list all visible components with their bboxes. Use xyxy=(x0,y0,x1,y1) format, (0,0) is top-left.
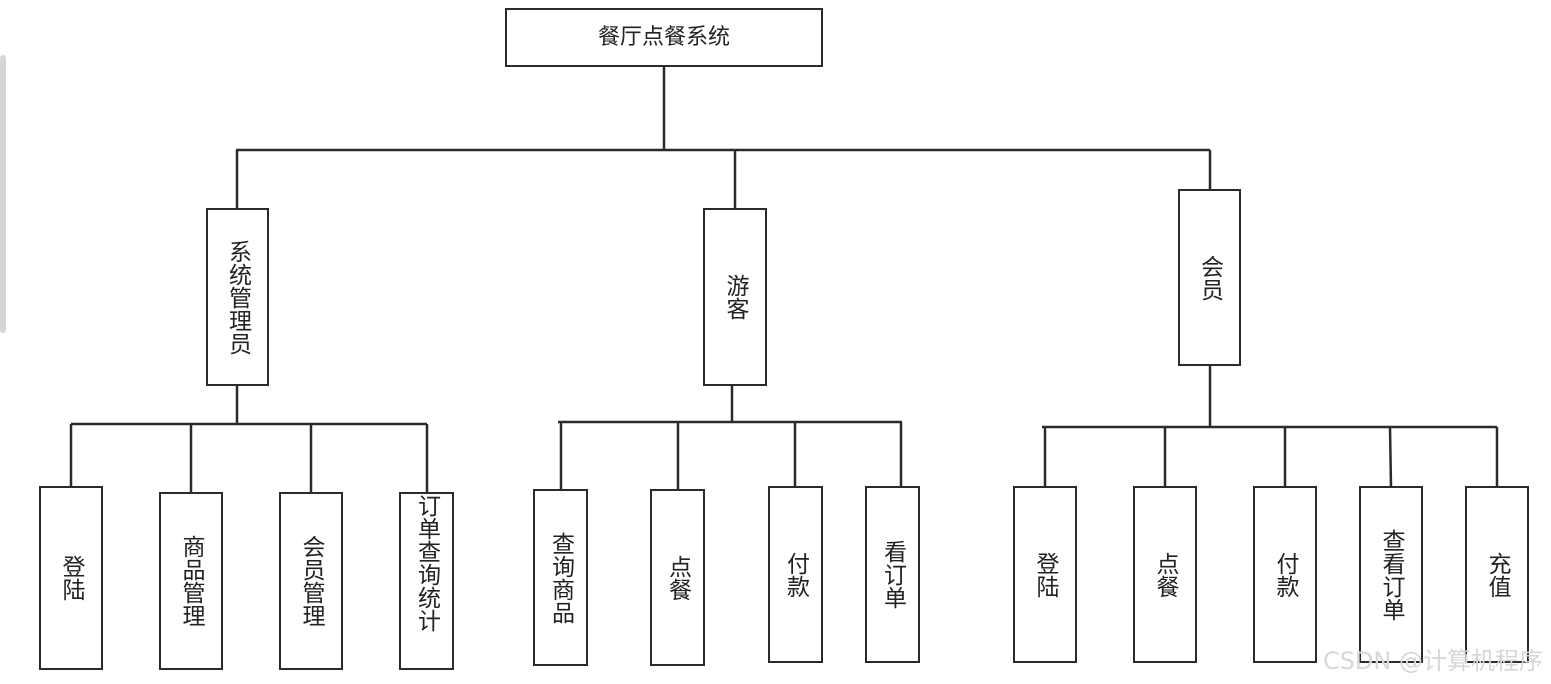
node-guest-order-label: 点餐 xyxy=(664,554,691,601)
node-admin-member-mgmt: 会员管理 xyxy=(279,492,343,670)
node-admin-login-label: 登陆 xyxy=(58,555,84,601)
node-guest-query-products-label: 查询商品 xyxy=(547,531,574,624)
node-guest-pay: 付款 xyxy=(768,486,823,663)
node-member-recharge-label: 充值 xyxy=(1484,551,1510,598)
node-member: 会员 xyxy=(1178,189,1241,366)
node-system-admin: 系统管理员 xyxy=(206,208,269,386)
node-member-login-label: 登陆 xyxy=(1032,551,1058,598)
node-admin-member-mgmt-label: 会员管理 xyxy=(298,535,324,627)
node-admin-order-stats-label: 订单查询统计 xyxy=(413,494,440,632)
node-member-login: 登陆 xyxy=(1013,486,1077,663)
root-node: 餐厅点餐系统 xyxy=(505,8,823,67)
node-member-view-order: 查看订单 xyxy=(1359,486,1423,663)
watermark-text: CSDN @计算机程序 xyxy=(1322,647,1543,675)
node-admin-product-mgmt-label: 商品管理 xyxy=(178,535,204,627)
node-member-order: 点餐 xyxy=(1133,486,1197,663)
node-guest: 游客 xyxy=(703,208,767,386)
root-node-label: 餐厅点餐系统 xyxy=(597,24,730,50)
node-guest-pay-label: 付款 xyxy=(782,551,809,598)
node-admin-order-stats: 订单查询统计 xyxy=(399,492,454,670)
node-member-pay: 付款 xyxy=(1253,486,1317,663)
node-admin-product-mgmt: 商品管理 xyxy=(159,492,223,670)
node-guest-view-order: 看订单 xyxy=(865,486,920,663)
node-system-admin-label: 系统管理员 xyxy=(224,239,251,355)
node-member-label: 会员 xyxy=(1196,254,1223,301)
node-guest-view-order-label: 看订单 xyxy=(879,540,906,609)
node-member-order-label: 点餐 xyxy=(1152,551,1178,598)
node-member-recharge: 充值 xyxy=(1465,486,1529,663)
node-guest-query-products: 查询商品 xyxy=(533,489,588,666)
node-member-view-order-label: 查看订单 xyxy=(1378,528,1404,621)
scrollbar-edge xyxy=(0,55,6,333)
connector-member-child-4 xyxy=(1388,426,1393,488)
node-admin-login: 登陆 xyxy=(39,486,103,670)
node-guest-order: 点餐 xyxy=(650,489,705,666)
node-member-pay-label: 付款 xyxy=(1272,551,1298,598)
node-guest-label: 游客 xyxy=(722,274,748,320)
